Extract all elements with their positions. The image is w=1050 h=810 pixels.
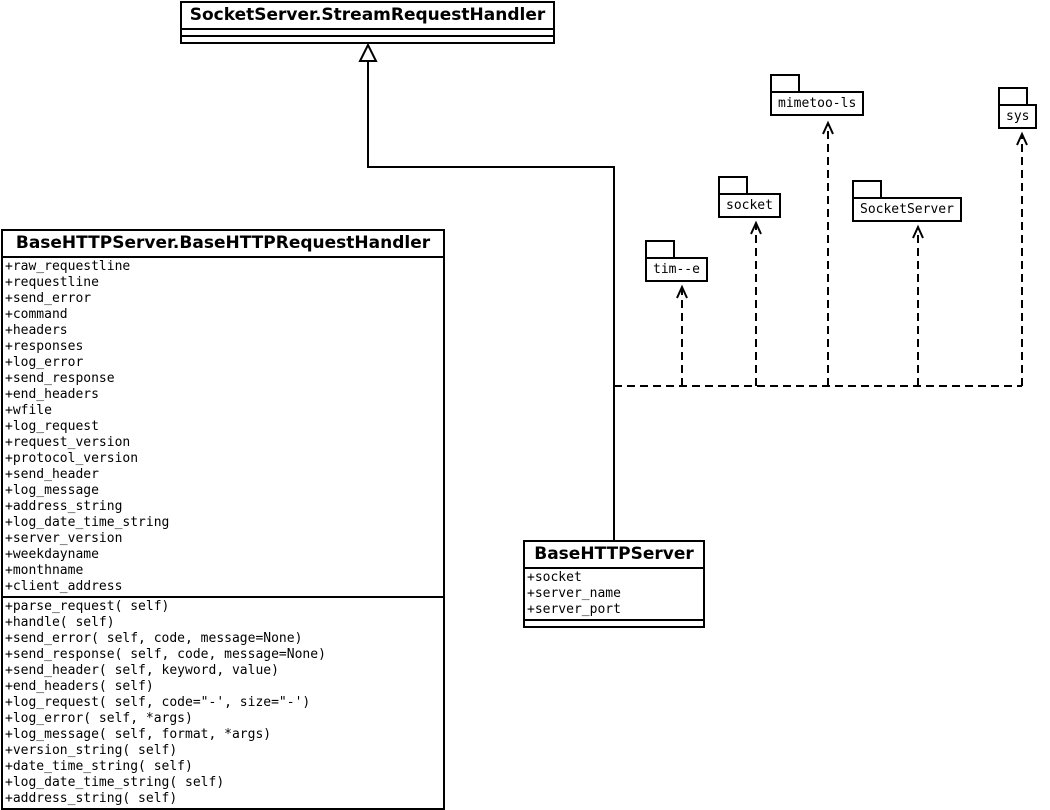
attributes-section: +socket +server_name +server_port — [525, 569, 703, 621]
method: +log_message( self, format, *args) — [5, 727, 272, 742]
method: +handle( self) — [5, 615, 115, 630]
package-tab — [770, 74, 800, 92]
attribute: +command — [5, 307, 68, 322]
attribute: +headers — [5, 323, 68, 338]
attributes-section — [182, 30, 553, 37]
attribute: +send_error — [5, 291, 92, 306]
attribute: +monthname — [5, 563, 84, 578]
dependency-arrowheads — [676, 120, 1028, 299]
attribute: +client_address — [5, 579, 123, 594]
class-name: BaseHTTPServer — [525, 542, 703, 569]
package-label: tim--e — [645, 257, 708, 282]
attribute: +log_error — [5, 355, 84, 370]
inheritance-arrow — [358, 42, 615, 540]
method: +end_headers( self) — [5, 679, 154, 694]
dependency-lines — [613, 124, 1023, 540]
package-label: socket — [718, 193, 781, 218]
method: +version_string( self) — [5, 743, 178, 758]
methods-section — [525, 621, 703, 626]
attribute: +wfile — [5, 403, 52, 418]
package-label: SocketServer — [852, 197, 962, 222]
method: +parse_request( self) — [5, 599, 170, 614]
attribute: +weekdayname — [5, 547, 99, 562]
package-tab — [998, 87, 1028, 105]
attributes-section: +raw_requestline +requestline +send_erro… — [3, 258, 443, 598]
attribute: +send_response — [5, 371, 115, 386]
methods-section — [182, 37, 553, 42]
attribute: +address_string — [5, 499, 123, 514]
class-name: SocketServer.StreamRequestHandler — [182, 3, 553, 30]
attribute: +log_date_time_string — [5, 515, 170, 530]
attribute: +request_version — [5, 435, 131, 450]
attribute: +protocol_version — [5, 451, 139, 466]
method: +send_error( self, code, message=None) — [5, 631, 303, 646]
class-base-http-server[interactable]: BaseHTTPServer +socket +server_name +ser… — [523, 540, 705, 628]
package-label: mimetoo-ls — [770, 91, 865, 116]
class-stream-request-handler[interactable]: SocketServer.StreamRequestHandler — [180, 1, 555, 44]
arrowhead-mimetools — [822, 120, 834, 135]
attribute: +socket — [527, 570, 582, 585]
attribute: +server_name — [527, 586, 621, 601]
method: +log_date_time_string( self) — [5, 775, 225, 790]
attribute: +requestline — [5, 275, 99, 290]
attribute: +server_version — [5, 531, 123, 546]
method: +address_string( self) — [5, 791, 178, 806]
attribute: +raw_requestline — [5, 259, 131, 274]
arrowhead-sys — [1016, 131, 1028, 146]
method: +log_request( self, code="-', size="-') — [5, 695, 311, 710]
methods-section: +parse_request( self) +handle( self) +se… — [3, 598, 443, 808]
arrowhead-time — [676, 284, 688, 299]
method: +log_error( self, *args) — [5, 711, 193, 726]
class-name: BaseHTTPServer.BaseHTTPRequestHandler — [3, 231, 443, 258]
package-tab — [718, 176, 748, 194]
arrowhead-socketserver — [912, 224, 924, 239]
arrowhead-socket — [750, 220, 762, 235]
package-tab — [852, 180, 882, 198]
method: +date_time_string( self) — [5, 759, 193, 774]
class-base-http-request-handler[interactable]: BaseHTTPServer.BaseHTTPRequestHandler +r… — [1, 229, 445, 810]
attribute: +server_port — [527, 602, 621, 617]
method: +send_header( self, keyword, value) — [5, 663, 279, 678]
attribute: +responses — [5, 339, 84, 354]
attribute: +log_request — [5, 419, 99, 434]
attribute: +log_message — [5, 483, 99, 498]
package-tab — [645, 240, 675, 258]
package-label: sys — [998, 104, 1038, 129]
attribute: +send_header — [5, 467, 99, 482]
attribute: +end_headers — [5, 387, 99, 402]
method: +send_response( self, code, message=None… — [5, 647, 326, 662]
